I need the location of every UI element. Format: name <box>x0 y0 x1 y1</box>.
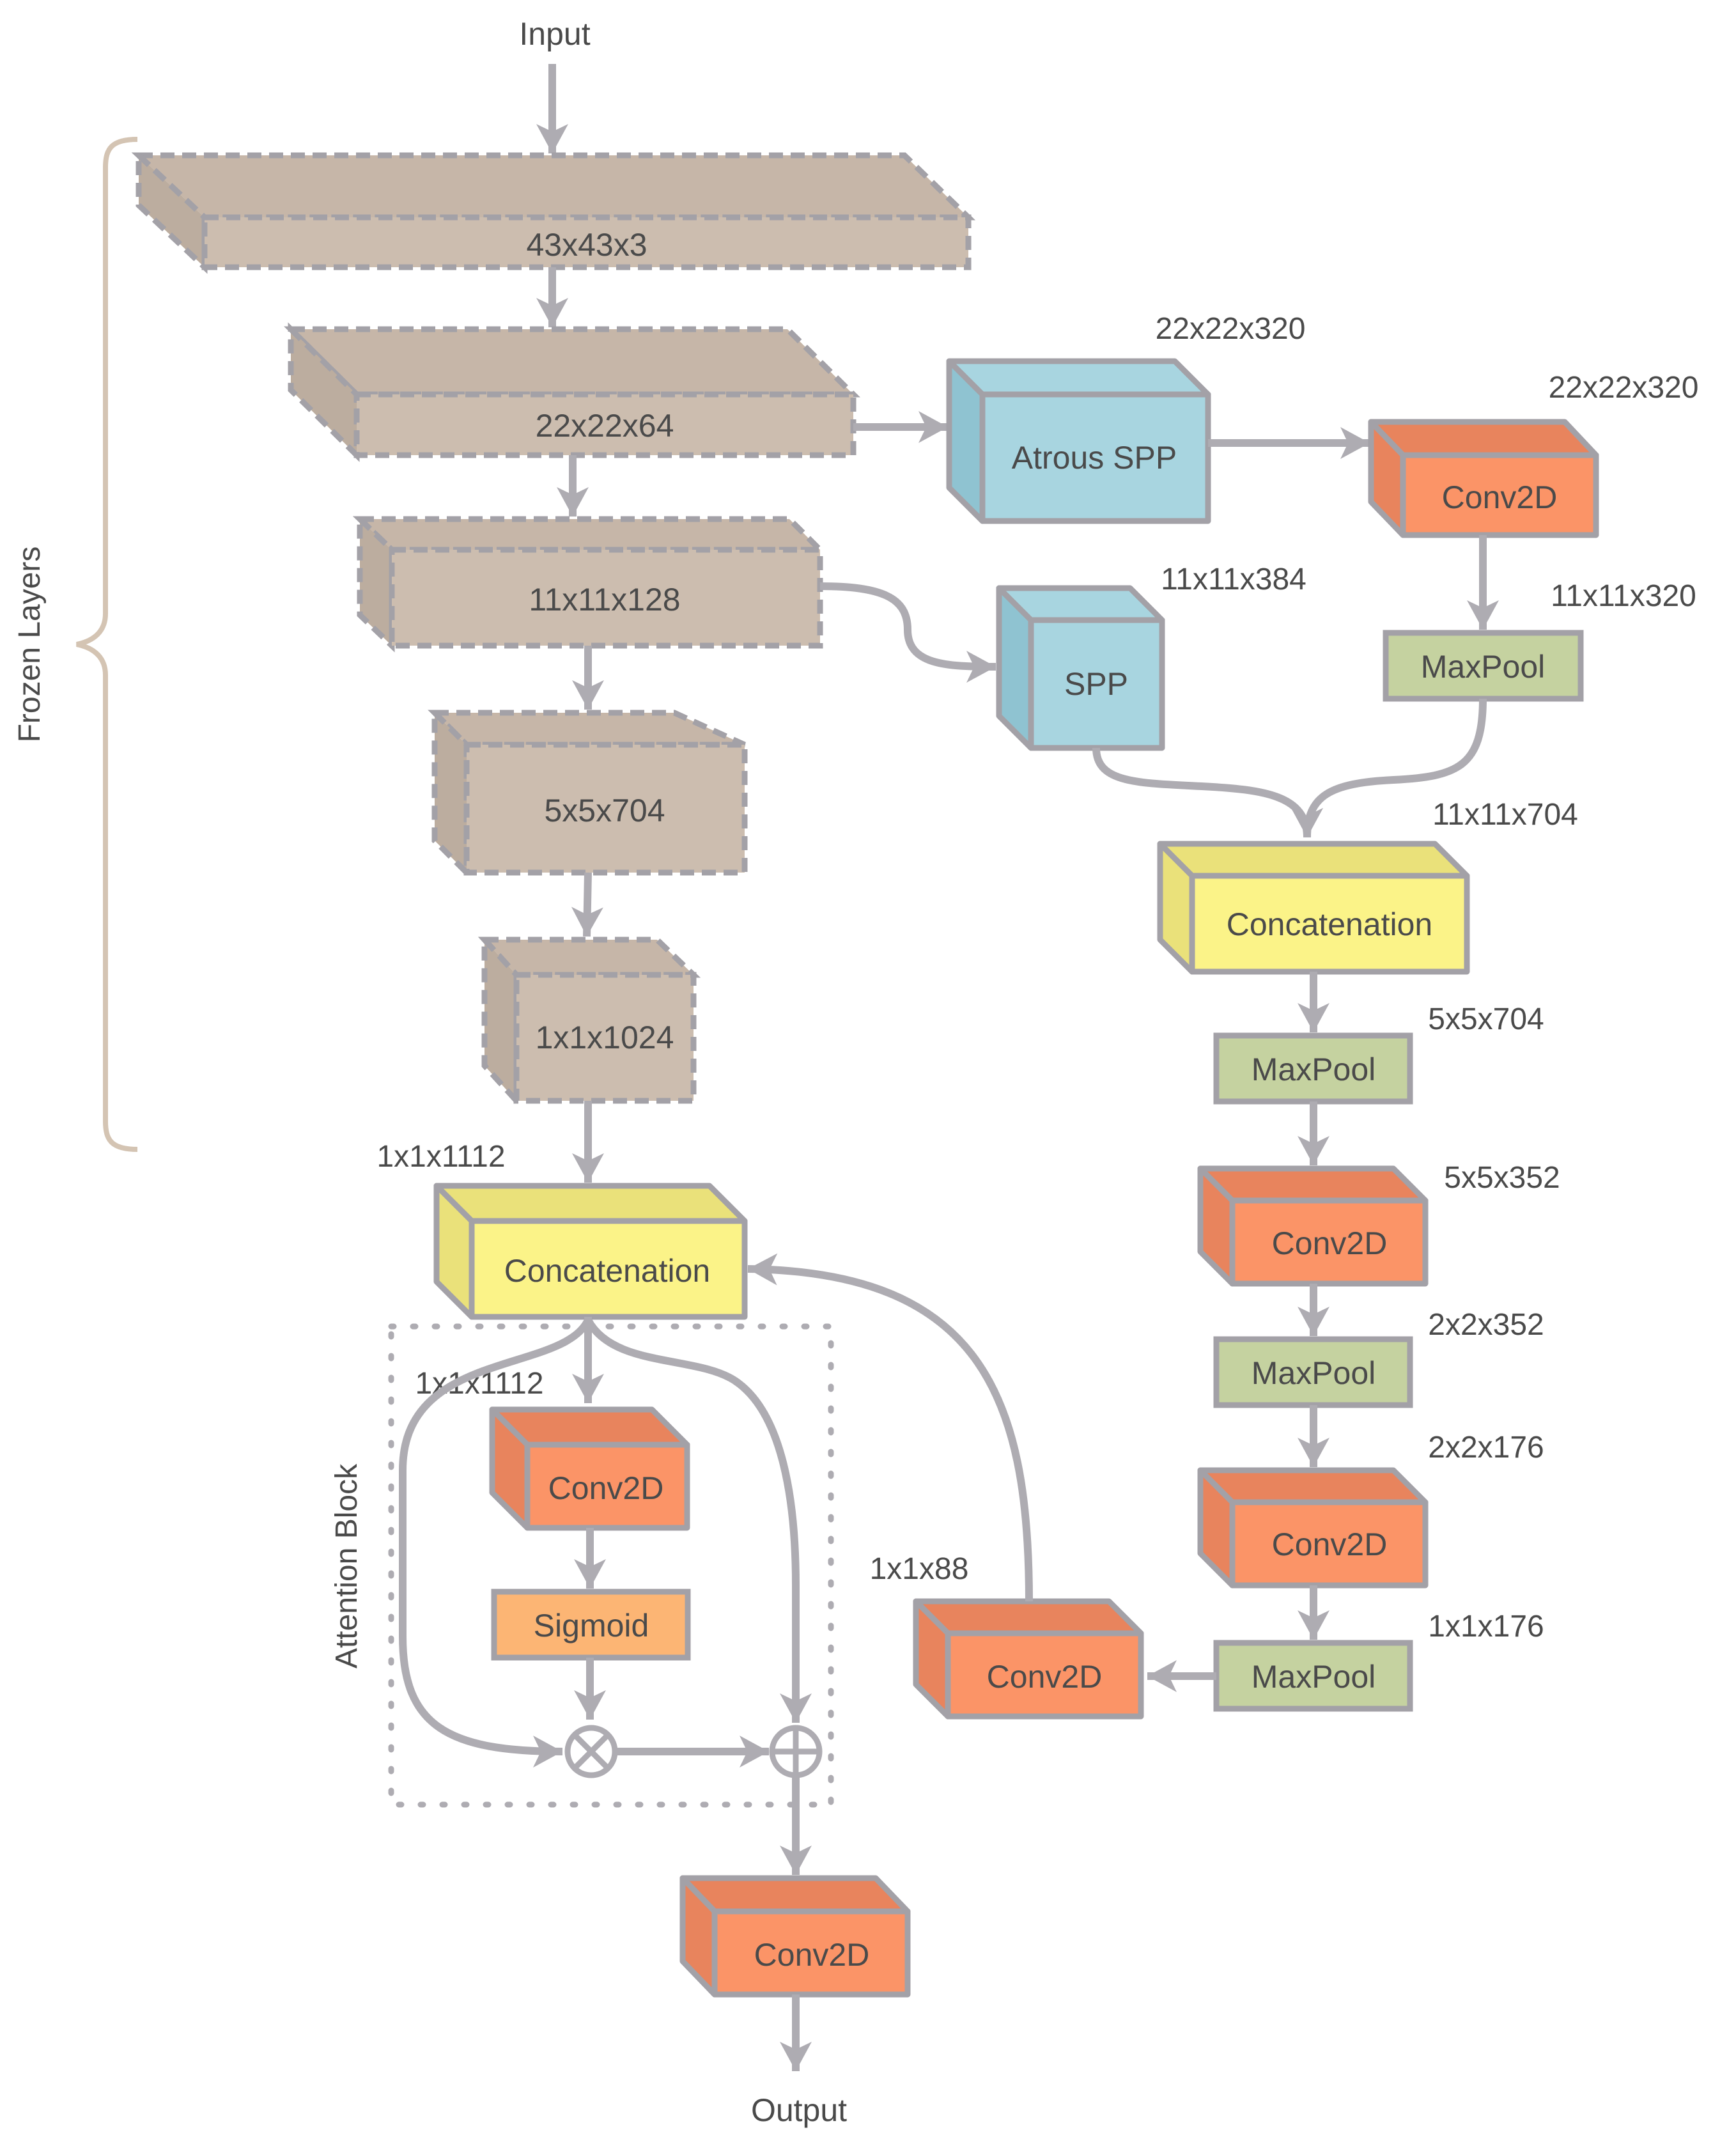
arrow-skip-multiply <box>399 1318 592 1768</box>
input-label: Input <box>519 16 590 52</box>
conv2d-attention-label: Conv2D <box>548 1470 664 1506</box>
frozen-layer-4-label: 5x5x704 <box>544 793 665 828</box>
concatenation-right-block <box>1157 841 1470 975</box>
maxpool-3-label: MaxPool <box>1252 1355 1376 1391</box>
maxpool-2-label: MaxPool <box>1252 1052 1376 1087</box>
concatenation-head-label: Concatenation <box>504 1253 710 1289</box>
conv2d-output-label: Conv2D <box>754 1937 870 1973</box>
arrow-skip-add <box>584 1317 812 1723</box>
frozen-layer-2-label: 22x22x64 <box>536 408 674 444</box>
concatenation-right-dim: 11x11x704 <box>1432 798 1578 832</box>
maxpool-4-label: MaxPool <box>1252 1659 1376 1695</box>
maxpool-3-block <box>1213 1336 1413 1408</box>
arrow-conv4-head-concat <box>747 1253 1033 1602</box>
spp-dim: 11x11x384 <box>1161 563 1306 596</box>
sigmoid-label: Sigmoid <box>534 1608 649 1644</box>
spp-label: SPP <box>1064 666 1128 702</box>
frozen-layers-brace <box>76 137 138 1152</box>
conv2d-3-block <box>1197 1467 1429 1589</box>
attention-block-frame <box>388 1323 834 1808</box>
add-node <box>769 1725 823 1778</box>
conv2d-output-block <box>679 1875 911 1998</box>
concatenation-right-label: Concatenation <box>1227 906 1432 942</box>
conv2d-1-block <box>1368 419 1599 538</box>
frozen-layer-3-label: 11x11x128 <box>529 582 680 618</box>
maxpool-3-dim: 2x2x352 <box>1428 1308 1544 1342</box>
frozen-layer-3 <box>352 512 827 653</box>
multiply-node <box>564 1725 618 1778</box>
conv2d-3-label: Conv2D <box>1272 1527 1388 1562</box>
maxpool-4-dim: 1x1x176 <box>1428 1610 1544 1644</box>
atrous-spp-dim: 22x22x320 <box>1156 312 1306 346</box>
arrow-maxpool1-concat <box>1291 698 1487 838</box>
conv2d-2-dim: 5x5x352 <box>1444 1161 1560 1195</box>
conv2d-1-dim: 22x22x320 <box>1549 371 1699 405</box>
atrous-spp-block <box>946 358 1211 524</box>
attention-block-label: Attention Block <box>330 1463 364 1668</box>
output-label: Output <box>751 2092 847 2128</box>
conv2d-3-dim: 2x2x176 <box>1428 1431 1544 1465</box>
arrow-spp-concat <box>1092 747 1323 838</box>
maxpool-4-block <box>1213 1640 1413 1712</box>
maxpool-1-label: MaxPool <box>1421 649 1546 685</box>
frozen-layers-label: Frozen Layers <box>13 547 47 743</box>
conv2d-attention-block <box>489 1406 690 1531</box>
maxpool-2-block <box>1213 1032 1413 1105</box>
maxpool-2-dim: 5x5x704 <box>1428 1002 1544 1036</box>
frozen-layer-4 <box>428 706 748 880</box>
conv2d-1-label: Conv2D <box>1442 479 1558 515</box>
maxpool-1-dim: 11x11x320 <box>1551 579 1696 613</box>
arrow-l3-spp <box>819 582 996 683</box>
frozen-layer-1 <box>131 148 976 274</box>
conv2d-4-label: Conv2D <box>987 1659 1103 1695</box>
conv2d-2-label: Conv2D <box>1272 1225 1388 1261</box>
spp-block <box>996 585 1165 751</box>
conv2d-2-block <box>1197 1165 1429 1287</box>
concatenation-head-block <box>433 1183 748 1320</box>
conv2d-4-dim: 1x1x88 <box>870 1552 969 1586</box>
arrow-l4-l5 <box>571 872 603 937</box>
atrous-spp-label: Atrous SPP <box>1012 440 1177 476</box>
concatenation-head-dim: 1x1x1112 <box>376 1140 505 1174</box>
frozen-layer-1-label: 43x43x3 <box>526 227 647 263</box>
frozen-layer-5-label: 1x1x1024 <box>536 1020 674 1055</box>
conv2d-4-block <box>913 1598 1144 1720</box>
frozen-layer-5 <box>477 932 701 1108</box>
